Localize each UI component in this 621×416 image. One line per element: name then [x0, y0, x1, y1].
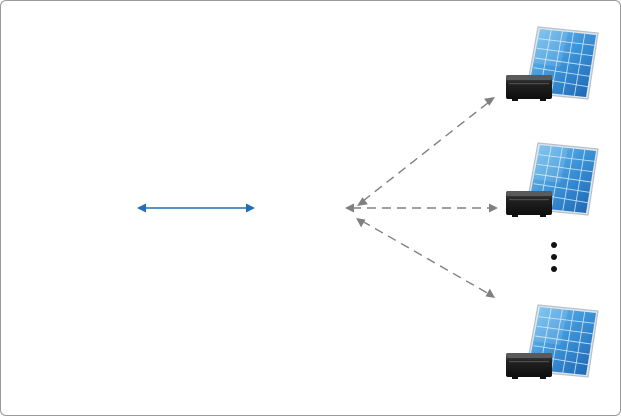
link-main [137, 203, 255, 213]
vertical-ellipsis-icon [551, 242, 557, 272]
solar-panel-icon [505, 304, 599, 380]
link-unit-2 [345, 203, 498, 213]
link-unit-3 [356, 218, 495, 298]
solar-unit-2 [505, 142, 599, 218]
solar-unit-3 [505, 304, 599, 380]
solar-unit-1 [505, 26, 599, 102]
link-unit-1 [357, 97, 495, 206]
solar-panel-icon [505, 142, 599, 218]
solar-panel-icon [505, 26, 599, 102]
